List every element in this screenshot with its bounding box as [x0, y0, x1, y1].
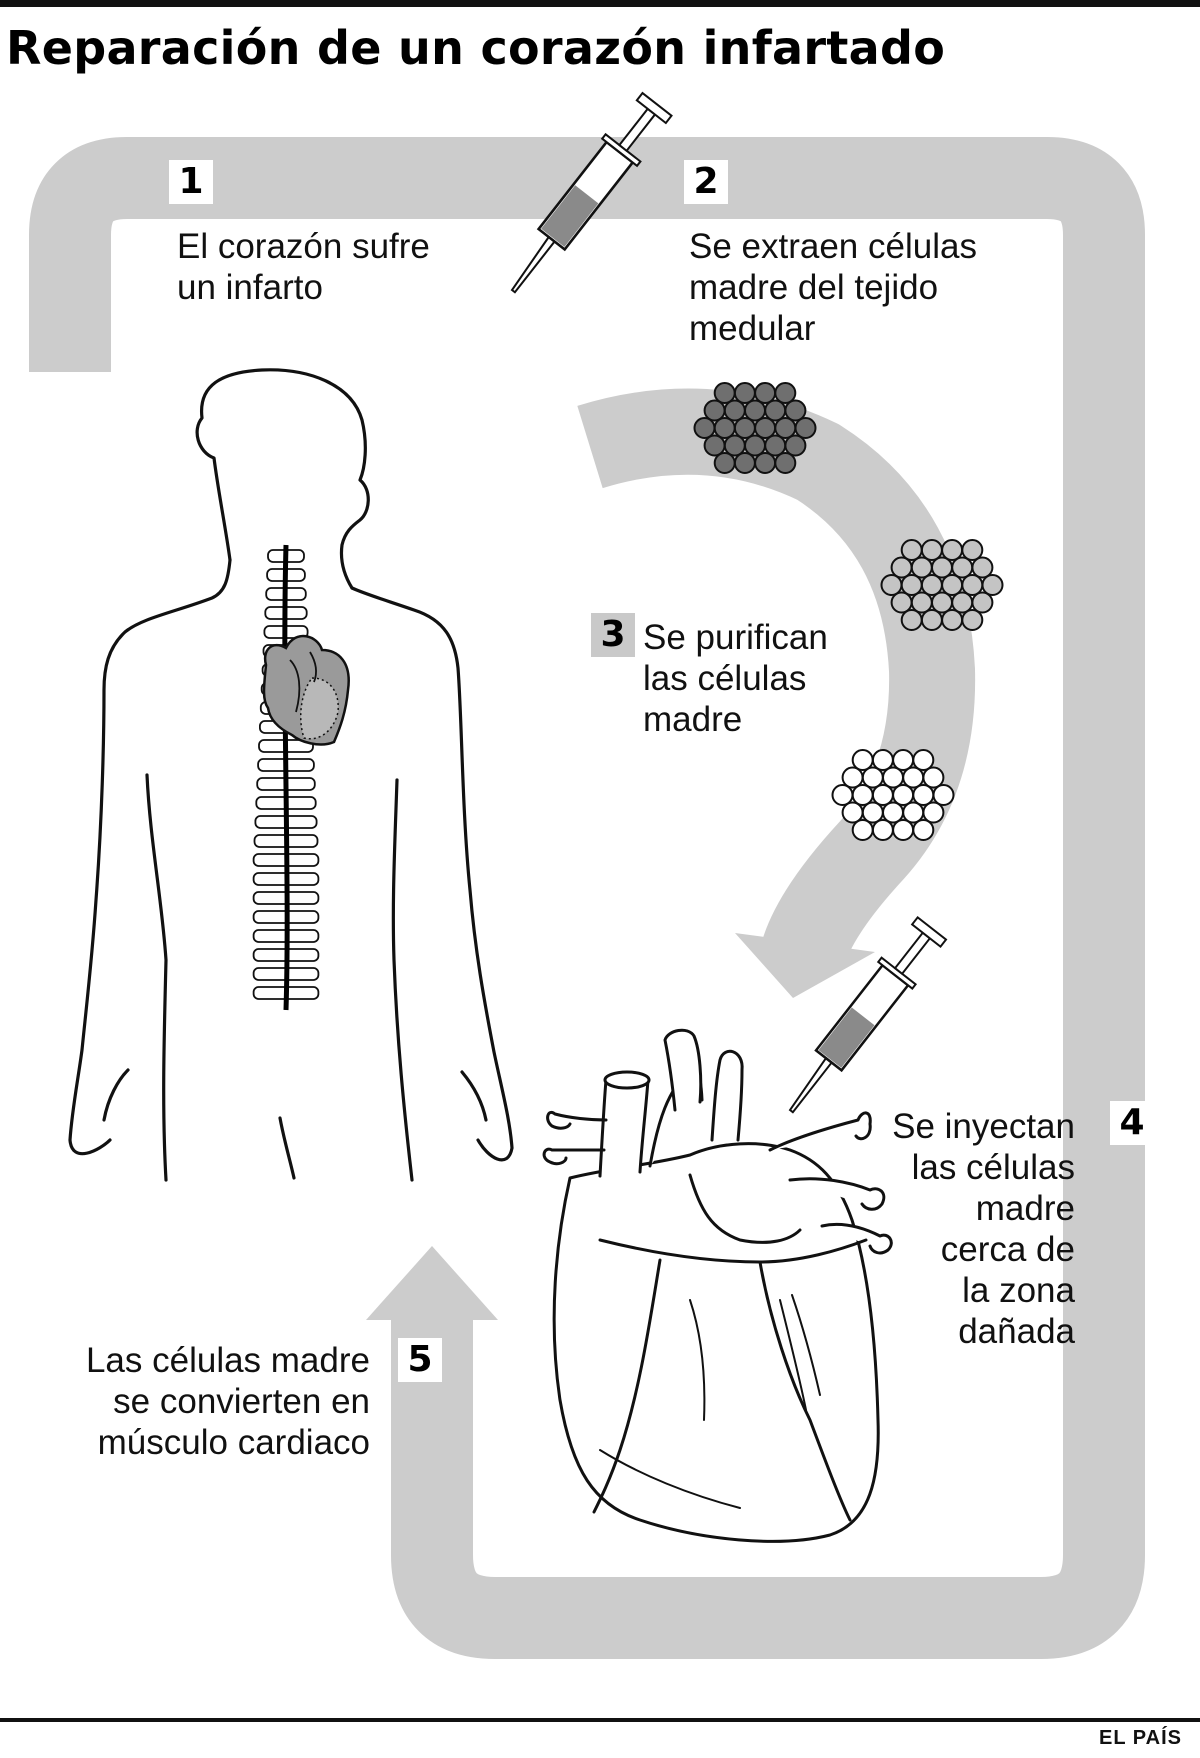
step-5-text: Las células madre se convierten en múscu…	[86, 1340, 370, 1463]
stem-cell	[922, 766, 945, 789]
spine-icon	[252, 544, 320, 1011]
stem-cell	[981, 574, 1004, 596]
step-4-line: Se inyectan	[892, 1107, 1075, 1146]
top-rule	[0, 0, 1200, 7]
source-credit: EL PAÍS	[1099, 1727, 1182, 1749]
step-1-line: El corazón sufre	[177, 227, 430, 266]
step-3-line: las células	[643, 659, 807, 698]
step-4-line: cerca de	[940, 1230, 1075, 1269]
stem-cell	[784, 434, 807, 457]
step-1-line: un infarto	[177, 268, 323, 307]
step-1-number: 1	[169, 160, 213, 204]
stem-cell	[774, 452, 797, 474]
stem-cell	[971, 591, 994, 614]
stem-cell	[713, 452, 736, 474]
stem-cell-cluster-icon	[693, 382, 817, 474]
step-5-line: Las células madre	[85, 1341, 370, 1380]
step-3-text: Se purifican las células madre	[643, 617, 828, 740]
step-1-text: El corazón sufre un infarto	[177, 226, 430, 308]
bottom-rule	[0, 1718, 1200, 1722]
infarcted-heart-icon	[262, 634, 350, 746]
stem-cell	[784, 399, 807, 422]
stem-cell	[774, 382, 797, 404]
stem-cell	[754, 452, 777, 474]
stem-cell	[941, 609, 964, 631]
step-4-line: las células	[911, 1148, 1075, 1187]
step-4-number: 4	[1110, 1101, 1154, 1145]
stem-cell	[922, 801, 945, 824]
syringe-icon	[510, 91, 673, 294]
stem-cell	[851, 819, 874, 841]
stem-cell	[794, 417, 817, 439]
step-4-line: dañada	[958, 1312, 1075, 1351]
stem-cell	[932, 784, 955, 806]
stem-cell	[733, 452, 756, 474]
step-2-number: 2	[684, 160, 728, 204]
step-3-line: Se purifican	[643, 618, 828, 657]
step-2-line: madre del tejido	[689, 268, 939, 307]
stem-cell	[920, 609, 943, 631]
step-4-line: la zona	[962, 1271, 1075, 1310]
step-3-number: 3	[591, 613, 635, 657]
heart-anatomy-icon	[542, 1028, 893, 1543]
syringe-icon	[788, 915, 948, 1114]
step-2-line: Se extraen células	[689, 227, 977, 266]
stem-cell	[912, 749, 935, 771]
step-5-line: se convierten en	[113, 1382, 370, 1421]
stem-cell-cluster-icon	[831, 749, 955, 841]
step-2-text: Se extraen células madre del tejido medu…	[689, 226, 977, 349]
step-2-line: medular	[689, 309, 816, 348]
stem-cell	[961, 609, 984, 631]
step-5-number: 5	[398, 1338, 442, 1382]
stem-cell-cluster-icon	[880, 539, 1004, 631]
stem-cell	[971, 556, 994, 579]
stem-cell	[912, 819, 935, 841]
stem-cell	[871, 819, 894, 841]
step-3-line: madre	[643, 700, 743, 739]
step-4-line: madre	[975, 1189, 1075, 1228]
step-4-text: Se inyectan las células madre cerca de l…	[892, 1106, 1075, 1352]
stem-cell	[961, 539, 984, 561]
human-body-silhouette-icon	[68, 368, 514, 1182]
step-5-line: músculo cardiaco	[97, 1423, 370, 1462]
page-title: Reparación de un corazón infartado	[6, 21, 946, 75]
cycle-arrow	[29, 137, 1145, 1659]
stem-cell	[892, 819, 915, 841]
stem-cell	[900, 609, 923, 631]
